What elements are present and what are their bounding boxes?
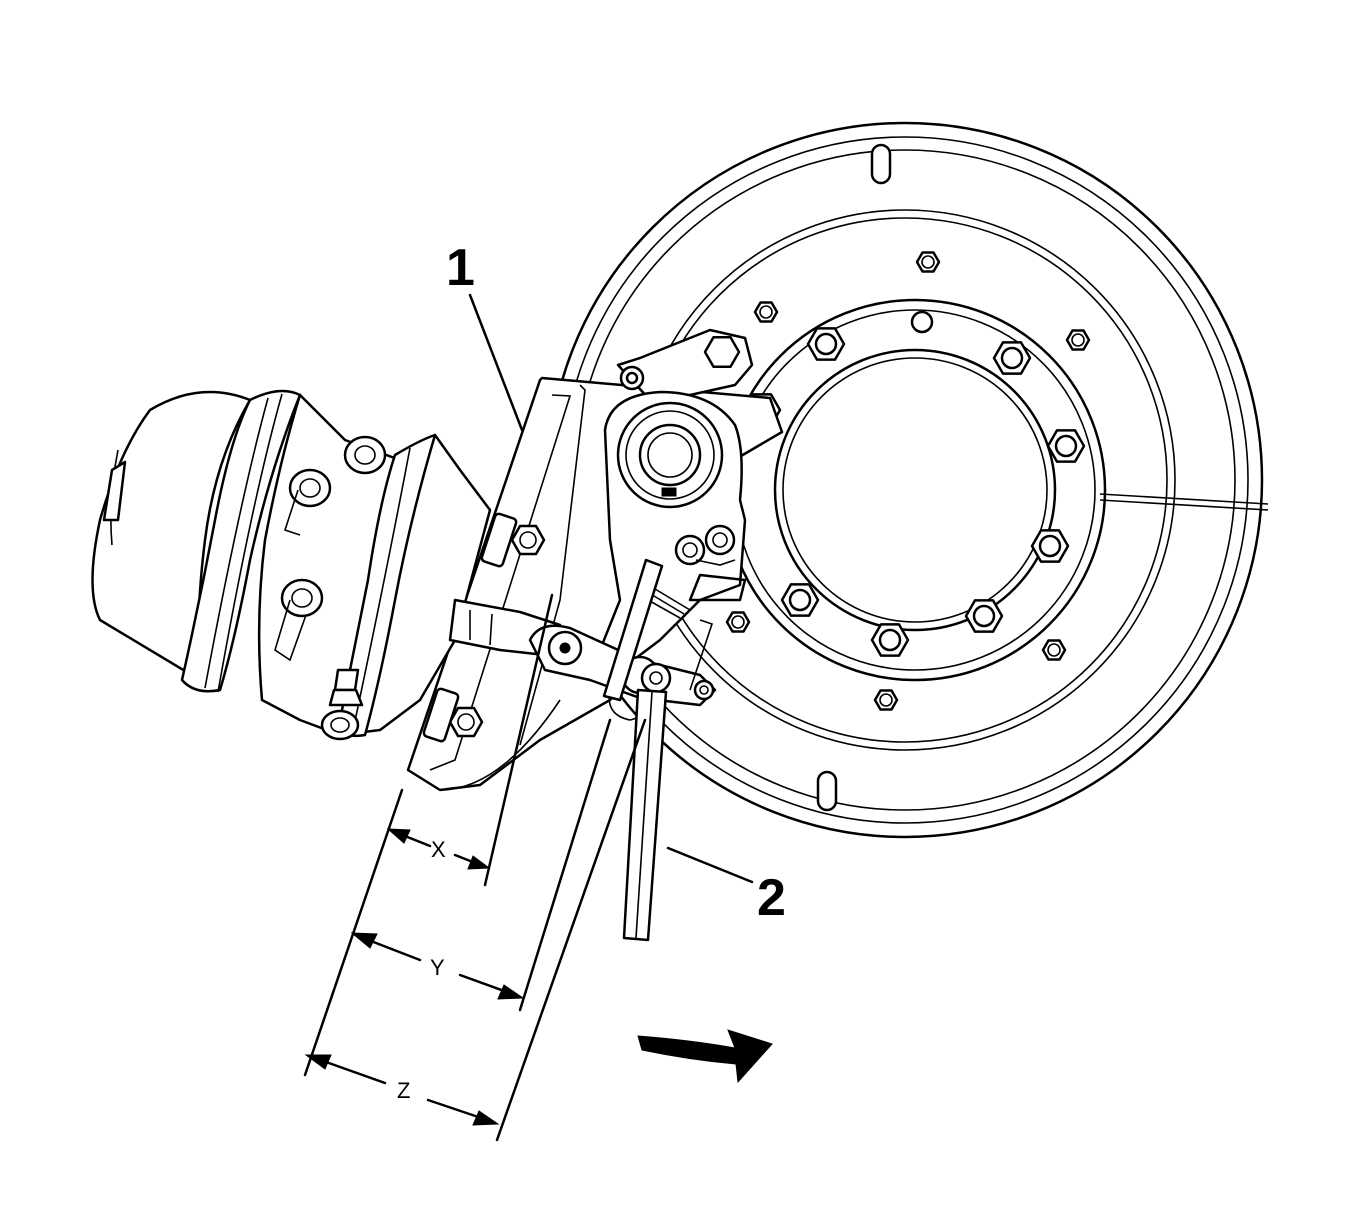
outer-bolts <box>725 251 1091 711</box>
callout-2-label: 2 <box>757 869 786 927</box>
air-fitting <box>320 668 364 741</box>
callout-1-label: 1 <box>446 239 475 297</box>
curved-arrow-icon <box>637 1029 773 1084</box>
cam-bracket-plate <box>616 328 754 402</box>
wheel-hub-assembly <box>546 121 1269 839</box>
slack-adjuster <box>598 390 747 672</box>
dimension-z-label: Z <box>397 1078 410 1103</box>
callout-leaders <box>468 293 754 884</box>
brake-chamber <box>91 389 562 741</box>
dimension-y-label: Y <box>430 955 445 980</box>
dimension-lines <box>303 593 647 1142</box>
dimension-x-label: X <box>431 837 446 862</box>
